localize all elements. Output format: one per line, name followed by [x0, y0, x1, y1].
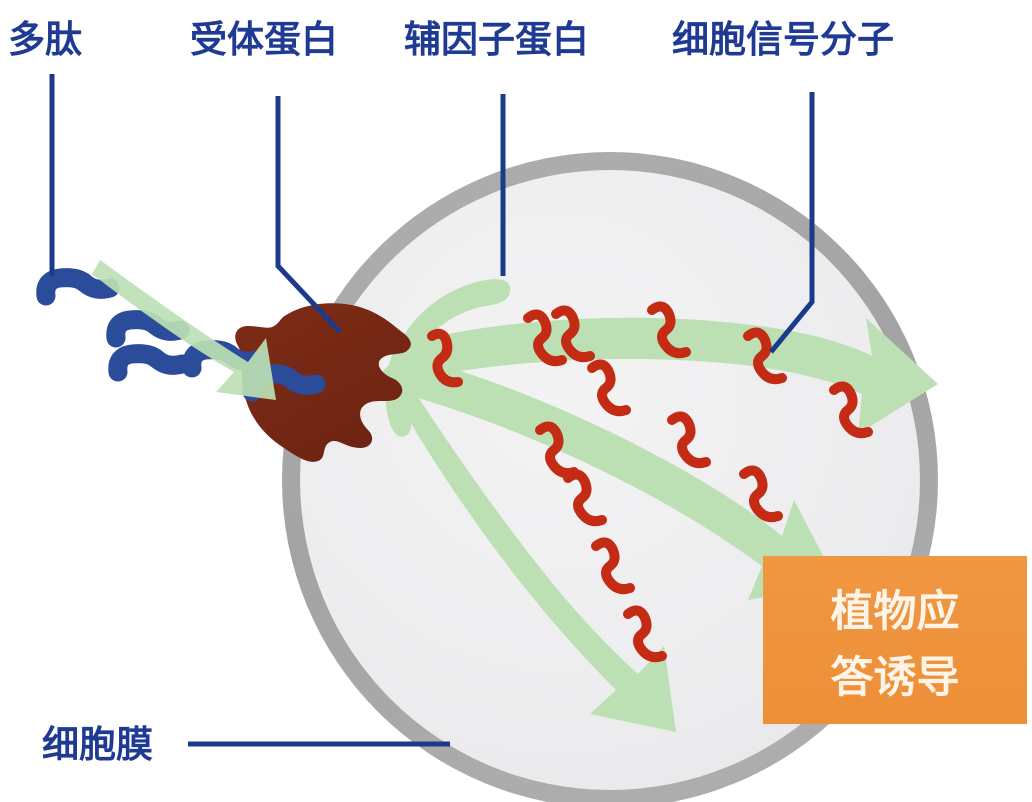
polypeptide-2	[106, 310, 190, 348]
polypeptide-1	[36, 268, 120, 306]
label-cell-signal-molecule: 细胞信号分子	[672, 19, 894, 60]
signal-molecule-11	[591, 537, 635, 595]
leader-line-receptor	[275, 96, 342, 334]
label-receptor-protein: 受体蛋白	[190, 19, 338, 60]
leader-line-signal	[769, 92, 815, 354]
callout-box	[763, 556, 1027, 724]
signal-molecule-1	[427, 328, 463, 388]
label-cofactor-protein: 辅因子蛋白	[404, 19, 589, 60]
polypeptide-3	[108, 344, 192, 382]
labels-group: 多肽 受体蛋白 辅因子蛋白 细胞信号分子 细胞膜	[8, 19, 894, 765]
signal-molecule-12	[623, 605, 667, 663]
signal-molecule-6	[587, 359, 631, 417]
ligand-entry-arrow	[92, 260, 276, 400]
signal-molecule-5	[743, 327, 787, 385]
callout-line-1: 植物应	[831, 588, 960, 636]
signal-molecule-7	[667, 411, 711, 469]
signal-molecule-10	[563, 469, 607, 527]
callout-line-2: 答诱导	[831, 654, 960, 702]
fan-arrow-lower	[382, 360, 676, 732]
label-polypeptide: 多肽	[8, 19, 82, 60]
signal-molecule-9	[739, 465, 783, 523]
plant-response-callout[interactable]: 植物应 答诱导	[763, 556, 1027, 724]
signal-molecules-group	[427, 301, 873, 663]
signal-molecule-13	[829, 381, 873, 439]
signal-molecule-8	[535, 421, 579, 479]
leader-lines-group	[49, 74, 815, 747]
fan-arrow-middle	[396, 354, 838, 600]
label-cell-membrane: 细胞膜	[42, 724, 153, 765]
signal-molecule-3	[551, 305, 595, 363]
signal-molecule-2	[523, 309, 567, 367]
signal-molecule-4	[647, 301, 691, 359]
